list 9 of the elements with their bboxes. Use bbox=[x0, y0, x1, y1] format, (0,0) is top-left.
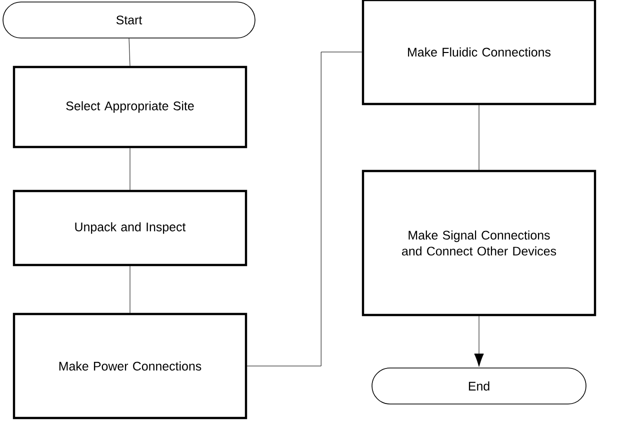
process-box: Make Power Connections bbox=[12, 312, 248, 420]
connector-line bbox=[478, 104, 480, 170]
process-box: Unpack and Inspect bbox=[12, 190, 248, 266]
process-box: Select Appropriate Site bbox=[12, 66, 248, 148]
connector-line bbox=[474, 316, 484, 367]
connector-line bbox=[246, 52, 362, 366]
process-box: Make Fluidic Connections bbox=[362, 0, 596, 106]
process-box: Make Signal Connections and Connect Other Devices bbox=[362, 170, 596, 316]
connector-line bbox=[128, 38, 130, 66]
